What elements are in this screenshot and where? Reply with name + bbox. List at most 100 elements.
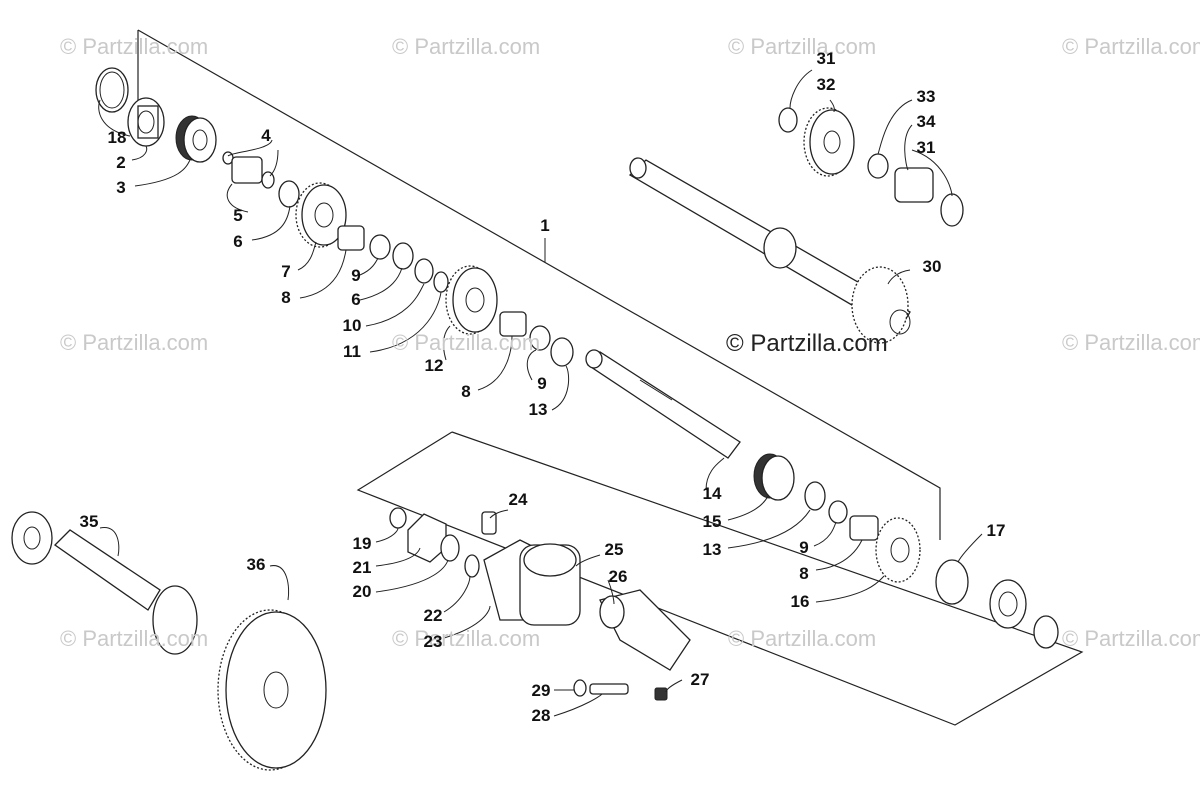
subassembly-frame xyxy=(356,431,1084,726)
callout-27: 27 xyxy=(690,670,710,689)
callout-11: 11 xyxy=(343,342,361,361)
part-6-washer-2 xyxy=(392,242,414,270)
callout-1: 1 xyxy=(540,216,550,235)
callout-33: 33 xyxy=(916,87,936,106)
part-8-bearing xyxy=(337,225,365,251)
part-27-screw xyxy=(654,687,668,701)
callout-9: 9 xyxy=(351,266,361,285)
callout-14: 14 xyxy=(702,484,722,503)
watermark: © Partzilla.com xyxy=(60,34,209,59)
callout-8: 8 xyxy=(281,288,291,307)
callout-17: 17 xyxy=(986,521,1006,540)
part-3-hub xyxy=(175,115,217,163)
part-32-gear xyxy=(803,107,855,177)
bearing-right xyxy=(989,579,1027,629)
watermark: © Partzilla.com xyxy=(728,34,877,59)
callout-30: 30 xyxy=(922,257,942,276)
callout-28: 28 xyxy=(531,706,551,725)
callout-9: 9 xyxy=(799,538,809,557)
part-34-sleeve xyxy=(894,167,934,203)
callout-18: 18 xyxy=(107,128,127,147)
callout-8: 8 xyxy=(461,382,471,401)
part-26-lever xyxy=(599,589,691,671)
callout-4: 4 xyxy=(261,126,271,145)
part-36-gear xyxy=(217,609,327,771)
part-15-hub xyxy=(753,453,795,501)
callout-36: 36 xyxy=(246,555,266,574)
part-12-gear xyxy=(445,265,498,335)
callout-22: 22 xyxy=(423,606,443,625)
part-9-spacer-3 xyxy=(828,500,848,524)
part-14-shaft xyxy=(585,349,741,459)
callout-32: 32 xyxy=(816,75,836,94)
part-20-washer xyxy=(440,534,460,562)
callout-5: 5 xyxy=(233,206,243,225)
callout-34: 34 xyxy=(916,112,936,131)
part-19-clip xyxy=(389,507,407,529)
watermark: © Partzilla.com xyxy=(392,626,541,651)
part-6-washer xyxy=(278,180,300,208)
callout-8: 8 xyxy=(799,564,809,583)
callout-24: 24 xyxy=(508,490,528,509)
part-22-clip xyxy=(464,554,480,578)
part-24-pin xyxy=(481,511,497,535)
part-35-shaft xyxy=(11,511,198,655)
part-33-bushing xyxy=(867,153,889,179)
callout-7: 7 xyxy=(281,262,291,281)
part-11-clip xyxy=(433,271,449,293)
part-16-gear xyxy=(875,517,921,583)
callout-35: 35 xyxy=(79,512,99,531)
callout-6: 6 xyxy=(233,232,243,251)
part-21-nut xyxy=(407,513,447,563)
part-7-gear xyxy=(295,182,347,248)
part-5-bearing xyxy=(231,156,263,184)
callout-29: 29 xyxy=(531,681,551,700)
part-30-shaft xyxy=(628,157,911,344)
part-31-ring-2 xyxy=(940,193,964,227)
part-4-washer xyxy=(261,171,275,189)
watermark: © Partzilla.com xyxy=(1062,34,1200,59)
callout-10: 10 xyxy=(342,316,362,335)
callout-31: 31 xyxy=(816,49,836,68)
part-28-bolt xyxy=(589,683,629,695)
part-25-housing xyxy=(519,543,581,626)
part-17-washer xyxy=(935,559,969,605)
callout-20: 20 xyxy=(352,582,372,601)
callout-9: 9 xyxy=(537,374,547,393)
callout-3: 3 xyxy=(116,178,126,197)
watermark: © Partzilla.com xyxy=(392,34,541,59)
part-13-washer-2 xyxy=(804,481,826,511)
part-31-ring xyxy=(778,107,798,133)
callout-6: 6 xyxy=(351,290,361,309)
callout-26: 26 xyxy=(608,567,628,586)
callout-12: 12 xyxy=(424,356,444,375)
assembly-frame-top xyxy=(137,29,941,540)
callout-31: 31 xyxy=(916,138,936,157)
callout-23: 23 xyxy=(423,632,443,651)
part-9-spacer xyxy=(369,234,391,260)
watermark: © Partzilla.com xyxy=(1062,626,1200,651)
seal-right xyxy=(1033,615,1059,649)
callout-16: 16 xyxy=(790,592,810,611)
part-8-bearing-2 xyxy=(499,311,527,337)
callout-13: 13 xyxy=(702,540,722,559)
part-9-spacer-2 xyxy=(529,325,551,351)
callout-2: 2 xyxy=(116,153,126,172)
part-13-washer xyxy=(550,337,574,367)
watermark: © Partzilla.com xyxy=(1062,330,1200,355)
part-8-bearing-3 xyxy=(849,515,879,541)
part-2-sprocket xyxy=(127,97,165,147)
watermark: © Partzilla.com xyxy=(392,330,541,355)
callout-13: 13 xyxy=(528,400,548,419)
leader-lines xyxy=(98,69,983,717)
callout-21: 21 xyxy=(352,558,372,577)
watermark: © Partzilla.com xyxy=(60,330,209,355)
watermark: © Partzilla.com xyxy=(728,626,877,651)
part-18-ring xyxy=(95,67,129,113)
part-10-washer xyxy=(414,258,434,284)
callout-19: 19 xyxy=(352,534,372,553)
callout-25: 25 xyxy=(604,540,624,559)
center-watermark: © Partzilla.com xyxy=(726,330,888,357)
